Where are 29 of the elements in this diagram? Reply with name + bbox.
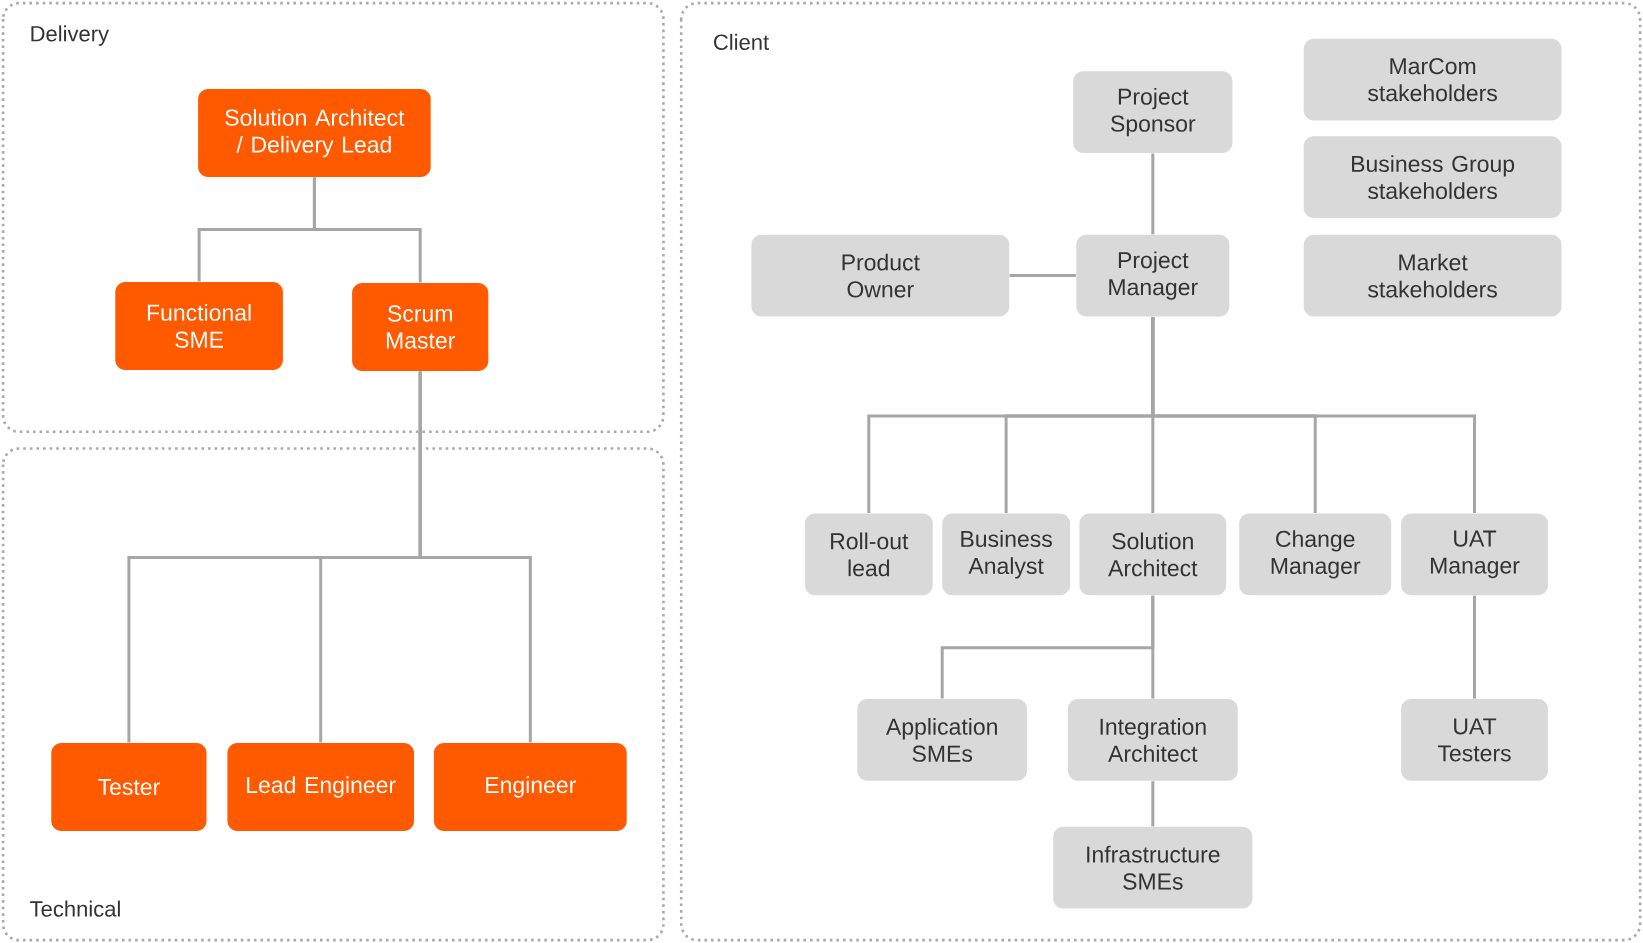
connector-line bbox=[1151, 781, 1155, 827]
role-box: Application SMEs bbox=[857, 699, 1028, 781]
role-box: Business Analyst bbox=[942, 513, 1070, 596]
role-box: Integration Architect bbox=[1067, 699, 1238, 781]
role-box: Change Manager bbox=[1239, 513, 1392, 596]
role-box: Lead Engineer bbox=[227, 743, 414, 831]
connector-line bbox=[1473, 595, 1476, 699]
connector-line bbox=[418, 371, 532, 743]
role-box: Project Manager bbox=[1076, 234, 1230, 317]
role-box: Project Sponsor bbox=[1073, 71, 1233, 153]
role-box: UAT Manager bbox=[1401, 513, 1548, 596]
connector-line bbox=[312, 177, 422, 283]
connector-line bbox=[1009, 274, 1076, 278]
role-box: Roll-out lead bbox=[804, 513, 933, 596]
role-box: Solution Architect / Delivery Lead bbox=[198, 89, 431, 178]
connector-line bbox=[1151, 153, 1155, 235]
role-box: Market stakeholders bbox=[1303, 234, 1562, 317]
role-box: UAT Testers bbox=[1401, 699, 1548, 781]
role-box: Solution Architect bbox=[1079, 513, 1227, 596]
role-box: Product Owner bbox=[751, 234, 1010, 317]
role-box: Tester bbox=[51, 743, 207, 831]
role-box: Engineer bbox=[433, 743, 627, 831]
role-box: Business Group stakeholders bbox=[1303, 136, 1562, 218]
role-box: Functional SME bbox=[115, 281, 283, 370]
role-box: Scrum Master bbox=[352, 283, 489, 371]
role-box: MarCom stakeholders bbox=[1303, 38, 1562, 121]
connector-line bbox=[1151, 595, 1155, 699]
connector-line bbox=[1151, 316, 1476, 514]
role-box: Infrastructure SMEs bbox=[1053, 826, 1253, 909]
